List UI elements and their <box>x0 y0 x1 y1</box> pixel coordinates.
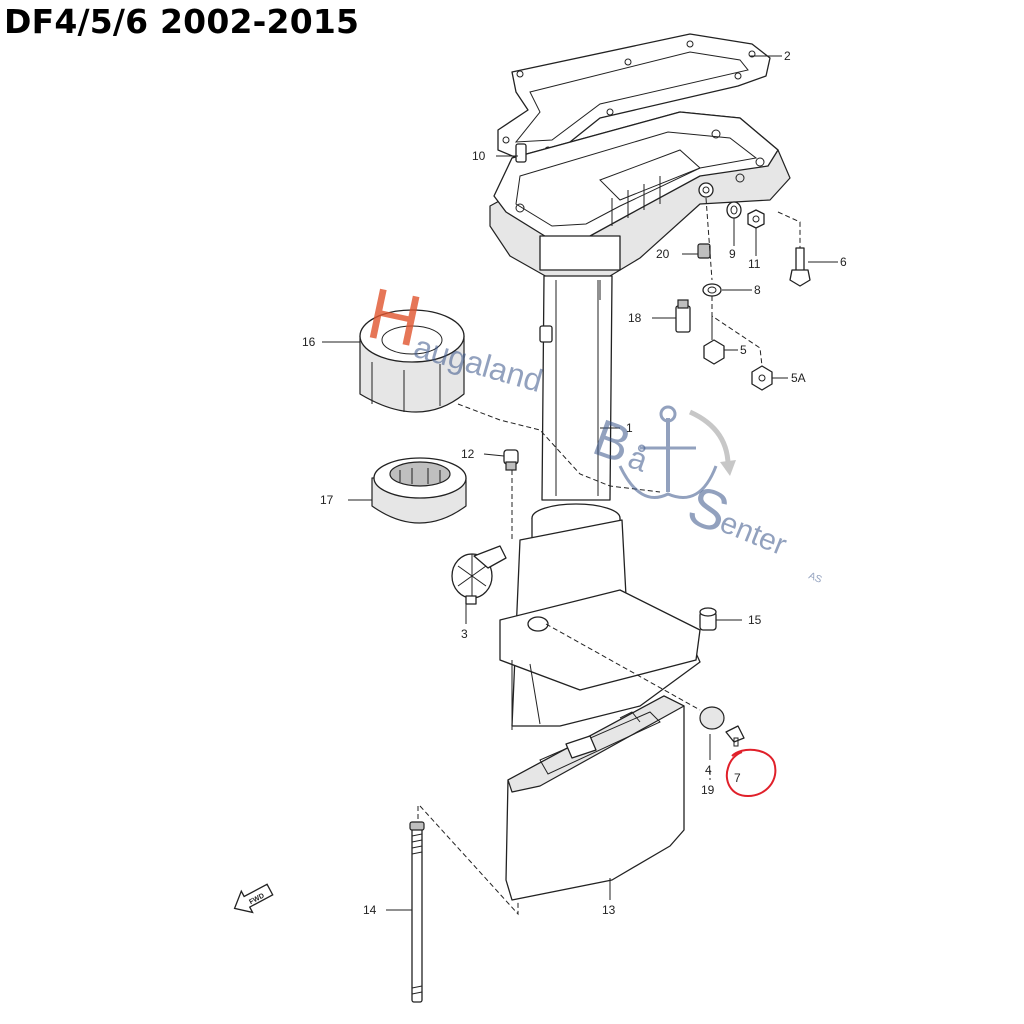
part-label: 20 <box>656 247 670 261</box>
part-1-driveshaft-housing <box>531 275 621 541</box>
leader-lines <box>322 55 838 916</box>
part-18-spacer <box>675 299 691 333</box>
part-15-bushing <box>699 607 717 631</box>
part-label: 1 <box>626 421 633 435</box>
part-label: 5A <box>791 371 806 385</box>
part-7-screw <box>725 725 745 747</box>
anchor-icon <box>618 405 736 499</box>
part-label: 10 <box>472 149 486 163</box>
part-6-bolt <box>789 247 811 287</box>
part-label: 6 <box>840 255 847 269</box>
part-4-cap <box>699 706 725 730</box>
part-3-water-cover <box>451 545 507 605</box>
part-13-lower-cover <box>505 695 685 901</box>
mount-plate <box>489 111 791 283</box>
part-9-washer <box>726 201 742 219</box>
part-label: 7 <box>734 771 741 785</box>
part-label: 17 <box>320 493 334 507</box>
lower-housing <box>499 519 701 730</box>
part-label: 9 <box>729 247 736 261</box>
part-label: 5 <box>740 343 747 357</box>
part-labels: 1 2 3 4 5 5A 6 7 8 9 10 11 12 13 14 15 1… <box>302 49 847 917</box>
part-label: 16 <box>302 335 316 349</box>
page-title: DF4/5/6 2002-2015 <box>4 2 360 41</box>
part-label: 15 <box>748 613 762 627</box>
part-17-grommet <box>371 457 467 524</box>
part-5a-nut <box>751 365 773 391</box>
part-16-bushing <box>359 309 465 413</box>
part-2-gasket <box>497 33 771 161</box>
part-10-seal <box>515 143 527 163</box>
part-8-washer <box>702 283 722 297</box>
part-label: 3 <box>461 627 468 641</box>
part-label: 12 <box>461 447 475 461</box>
part-label: 8 <box>754 283 761 297</box>
part-label: 13 <box>602 903 616 917</box>
part-label: 2 <box>784 49 791 63</box>
part-label: 14 <box>363 903 377 917</box>
forward-arrow-icon: FWD <box>233 883 274 914</box>
highlight-circle <box>725 748 777 798</box>
part-label: 11 <box>748 257 761 271</box>
part-12-plug <box>503 449 519 471</box>
part-11-nut <box>747 209 765 229</box>
part-label: 18 <box>628 311 642 325</box>
watermark-word-3: enter <box>715 506 791 562</box>
part-5-nut <box>703 339 725 365</box>
part-20-screw <box>697 243 711 259</box>
part-14-stud-bolt <box>409 821 425 1003</box>
part-label: 19 <box>701 783 715 797</box>
watermark-suffix: AS <box>807 571 824 586</box>
part-label: 4 <box>705 763 712 777</box>
